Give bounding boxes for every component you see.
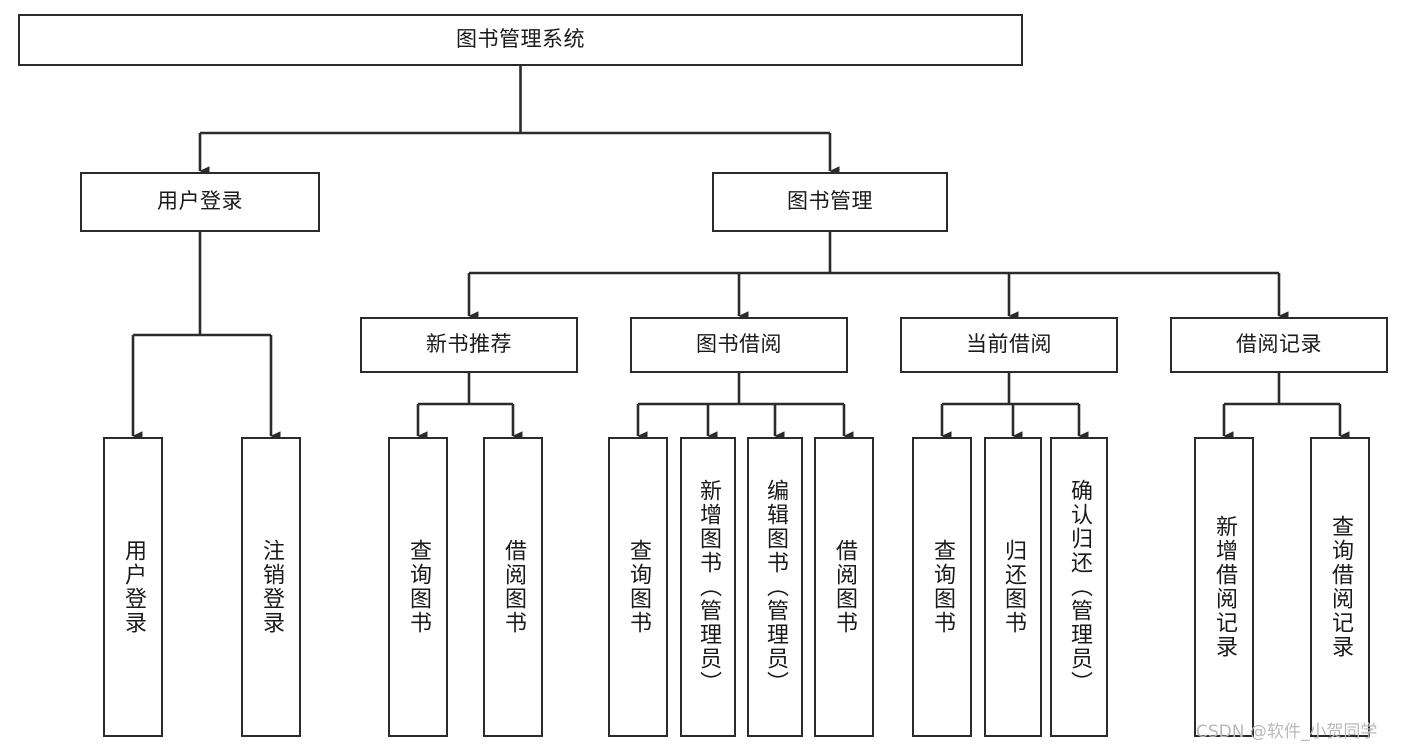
node-label-l-borrow1: 借阅图书 [501,539,526,635]
edge-layer [131,66,1350,441]
node-label-l-return: 归还图书 [1001,539,1026,635]
node-label-l-logout: 注销登录 [259,539,284,635]
node-label-l-confirm: 确认归还（管理员） [1067,479,1092,695]
node-l-login[interactable]: 用户登录 [103,437,163,737]
node-l-query1[interactable]: 查询图书 [388,437,448,737]
node-label-root: 图书管理系统 [456,27,585,52]
node-label-l-edit: 编辑图书（管理员） [763,479,788,695]
node-label-l-add: 新增图书（管理员） [696,479,721,695]
node-label-current: 当前借阅 [966,332,1052,357]
node-l-borrow1[interactable]: 借阅图书 [483,437,543,737]
node-l-return[interactable]: 归还图书 [984,437,1042,737]
node-l-queryrec[interactable]: 查询借阅记录 [1310,437,1370,737]
node-l-add[interactable]: 新增图书（管理员） [680,437,736,737]
node-label-l-queryrec: 查询借阅记录 [1328,515,1353,659]
node-label-newbook: 新书推荐 [426,332,512,357]
node-l-borrow2[interactable]: 借阅图书 [814,437,874,737]
node-l-query2[interactable]: 查询图书 [608,437,668,737]
node-l-edit[interactable]: 编辑图书（管理员） [747,437,803,737]
node-l-logout[interactable]: 注销登录 [241,437,301,737]
node-records[interactable]: 借阅记录 [1170,317,1388,373]
node-label-borrow: 图书借阅 [696,332,782,357]
node-l-addrec[interactable]: 新增借阅记录 [1194,437,1254,737]
node-label-l-query1: 查询图书 [406,539,431,635]
node-l-confirm[interactable]: 确认归还（管理员） [1050,437,1108,737]
node-login[interactable]: 用户登录 [80,172,320,232]
node-label-records: 借阅记录 [1236,332,1322,357]
csdn-watermark: CSDN @软件_小贺同学 [1196,722,1378,742]
node-label-l-query2: 查询图书 [626,539,651,635]
node-current[interactable]: 当前借阅 [900,317,1118,373]
node-root[interactable]: 图书管理系统 [18,14,1023,66]
node-label-l-login: 用户登录 [121,539,146,635]
node-borrow[interactable]: 图书借阅 [630,317,848,373]
node-l-query3[interactable]: 查询图书 [912,437,972,737]
node-newbook[interactable]: 新书推荐 [360,317,578,373]
node-label-l-addrec: 新增借阅记录 [1212,515,1237,659]
node-label-login: 用户登录 [157,189,243,214]
node-label-l-borrow2: 借阅图书 [832,539,857,635]
node-bookmgmt[interactable]: 图书管理 [712,172,948,232]
node-label-bookmgmt: 图书管理 [787,189,873,214]
node-label-l-query3: 查询图书 [930,539,955,635]
